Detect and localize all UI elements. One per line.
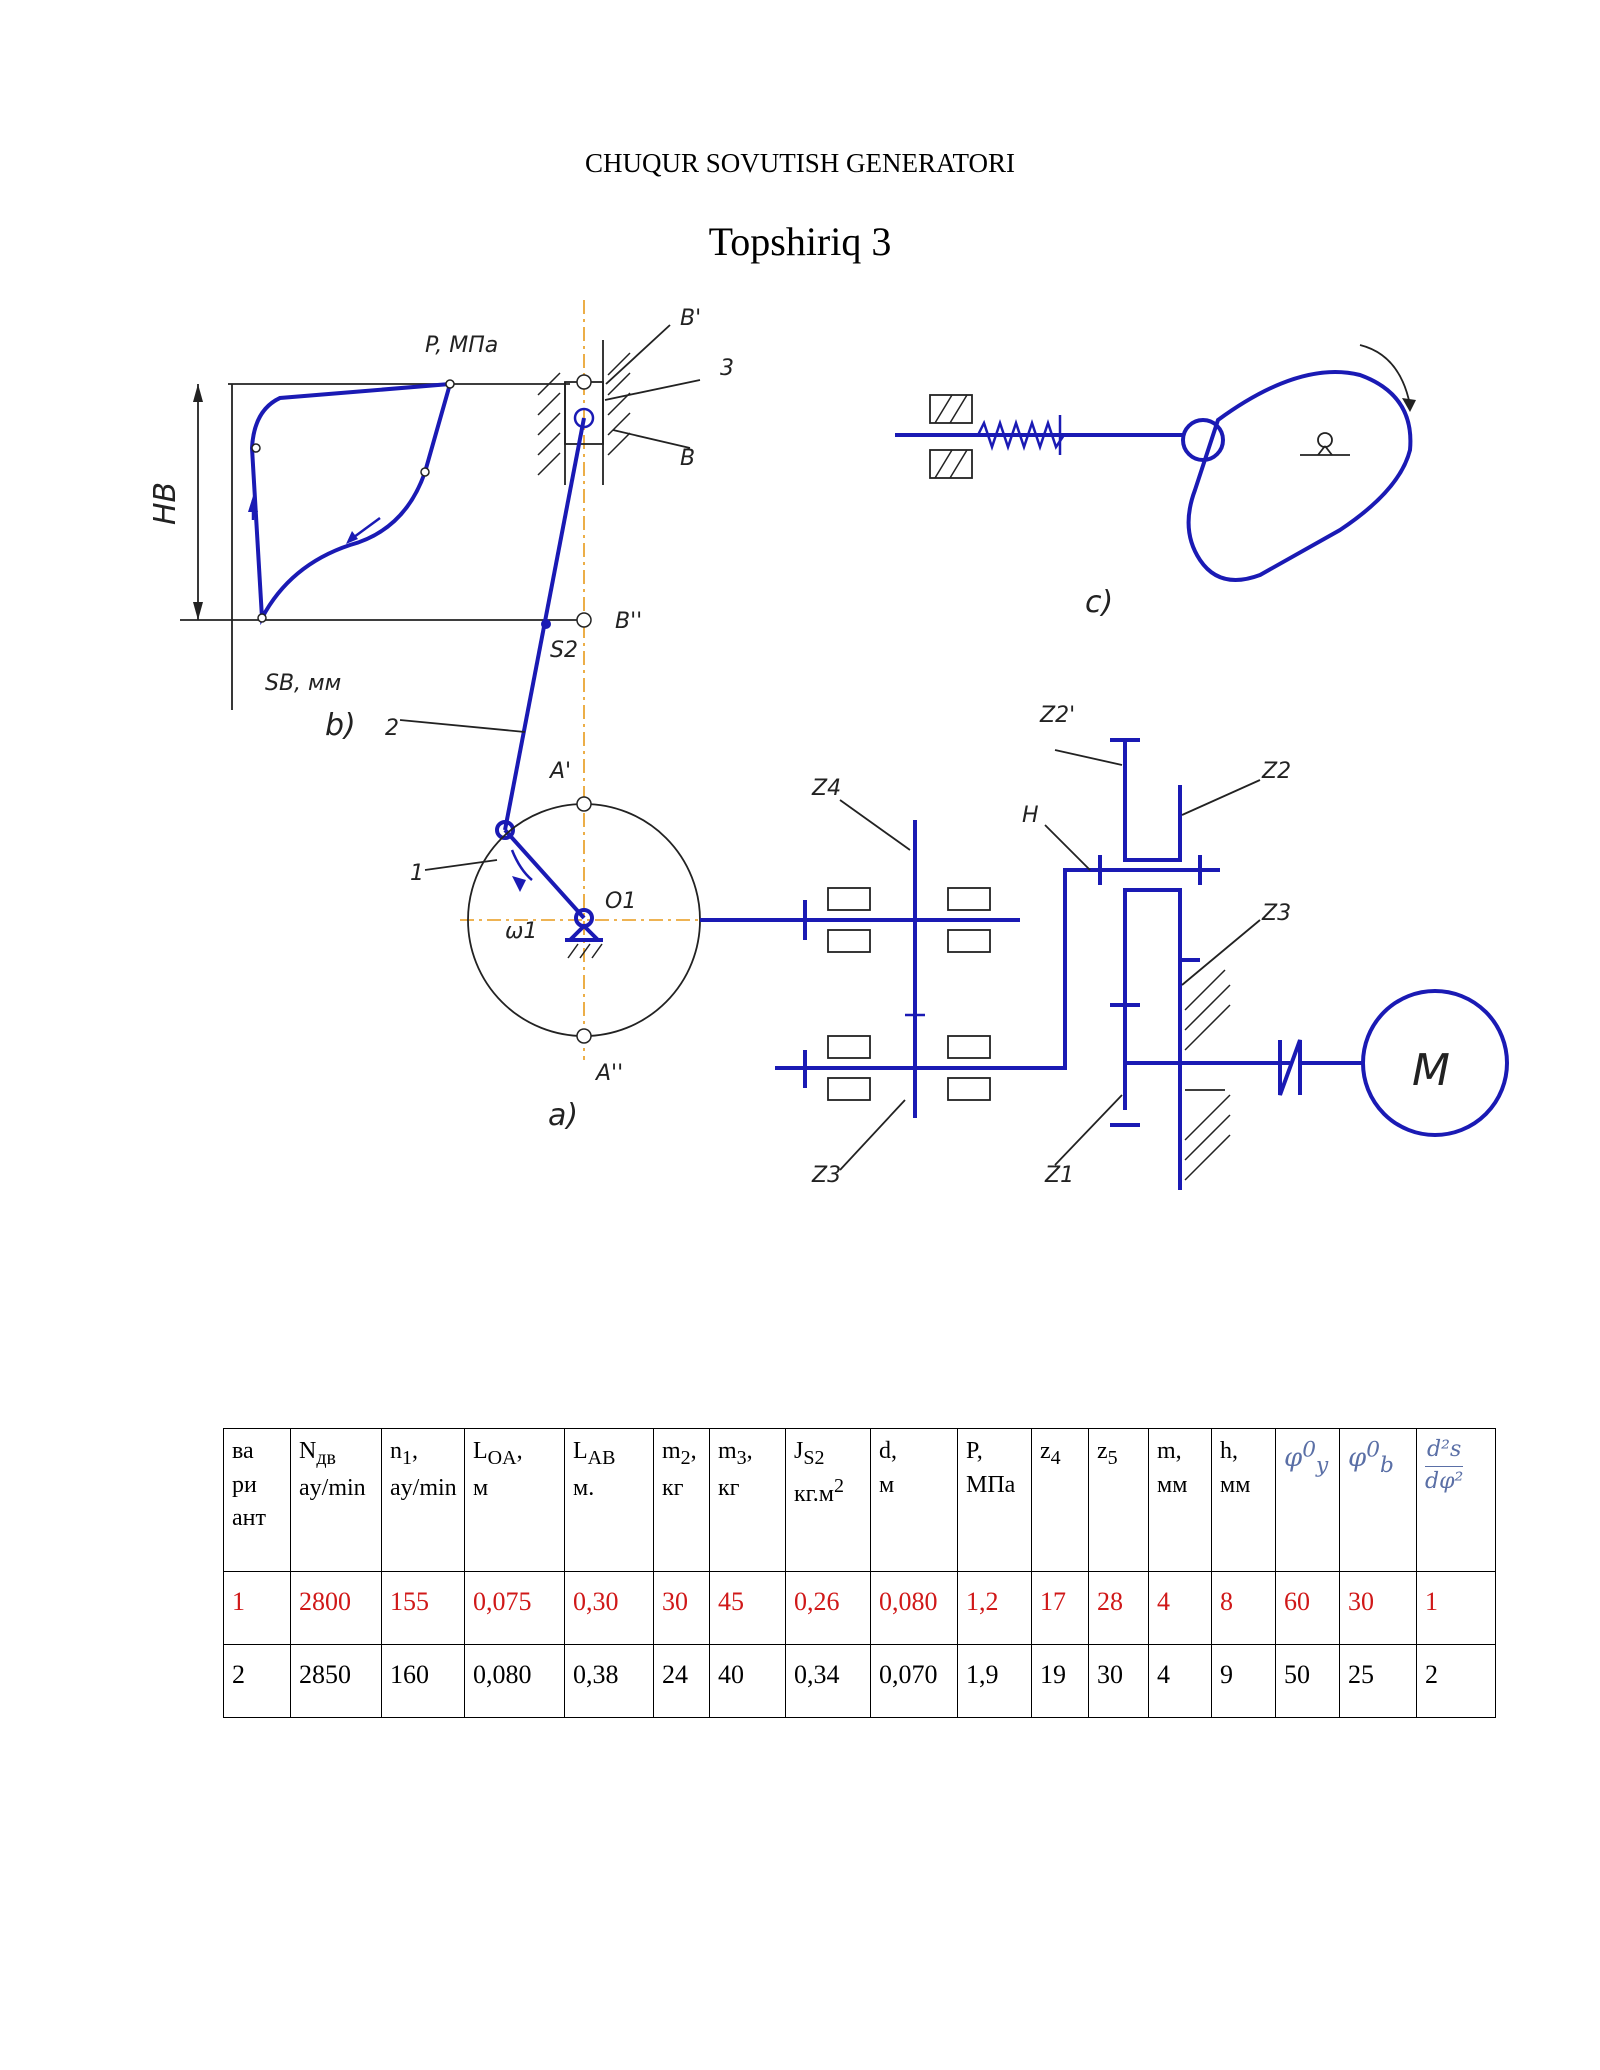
z1-label: Z1 [1044,1163,1074,1188]
sub-b-label: b) [325,708,356,743]
table-cell: 50 [1275,1644,1340,1718]
table-cell: 60 [1275,1571,1340,1645]
one-label: 1 [410,861,424,886]
table-cell: 40 [709,1644,786,1718]
table-cell: 28 [1088,1571,1149,1645]
header-m3: m3,кг [709,1428,786,1572]
table-cell: 8 [1211,1571,1276,1645]
b-prime-label: B' [680,306,701,331]
table-cell: 0,080 [870,1571,958,1645]
omega1-label: ω1 [505,919,537,944]
table-cell: 2800 [290,1571,382,1645]
z2-label: Z2 [1261,759,1291,784]
table-cell: 4 [1148,1644,1212,1718]
sub-c-label: c) [1085,585,1113,620]
p-axis-label: P, МПа [425,333,498,358]
z2prime-label: Z2' [1039,703,1075,728]
header-z4: z4 [1031,1428,1089,1572]
header-z5: z5 [1088,1428,1149,1572]
table-cell: 1 [223,1571,291,1645]
table-cell: 17 [1031,1571,1089,1645]
slider-crank: B' 3 B B'' S2 2 A' 1 O1 ω1 A'' a) [385,300,734,1133]
table-cell: 0,26 [785,1571,871,1645]
table-cell: 2850 [290,1644,382,1718]
table-cell: 1,2 [957,1571,1032,1645]
table-cell: 24 [653,1644,710,1718]
b-double-label: B'' [615,609,642,634]
z4-label: Z4 [811,776,841,801]
table-cell: 155 [381,1571,465,1645]
header-p: P,МПа [957,1428,1032,1572]
z3-right-label: Z3 [1261,901,1291,926]
h-label: H [1022,803,1039,828]
table-cell: 2 [223,1644,291,1718]
s-axis-label: SB, мм [265,671,341,696]
table-row: 1 2800 155 0,075 0,30 30 45 0,26 0,080 1… [223,1571,1496,1645]
o1-label: O1 [605,889,636,914]
header-d: d,м [870,1428,958,1572]
table-cell: 9 [1211,1644,1276,1718]
z3-left-label: Z3 [811,1163,841,1188]
header-phi-y: φ0y [1275,1428,1340,1572]
table-cell: 19 [1031,1644,1089,1718]
header-l-oa: LOA,м [464,1428,565,1572]
document-subtitle: Topshiriq 3 [708,219,892,264]
table-cell: 25 [1339,1644,1417,1718]
table-cell: 2 [1416,1644,1496,1718]
header-module: m,мм [1148,1428,1212,1572]
header-h: h,мм [1211,1428,1276,1572]
b-label: B [680,446,695,471]
a-double-label: A'' [594,1061,623,1086]
three-label: 3 [720,356,734,381]
table-cell: 0,34 [785,1644,871,1718]
s2-label: S2 [550,638,578,663]
motor-label: M [1412,1045,1450,1096]
table-cell: 160 [381,1644,465,1718]
table-cell: 1,9 [957,1644,1032,1718]
table-cell: 30 [653,1571,710,1645]
two-label: 2 [385,716,399,741]
table-cell: 1 [1416,1571,1496,1645]
table-cell: 30 [1088,1644,1149,1718]
mechanism-figure: P, МПа SB, мм HB b) [148,300,1509,1190]
table-cell: 0,080 [464,1644,565,1718]
table-row: 2 2850 160 0,080 0,38 24 40 0,34 0,070 1… [223,1644,1496,1718]
a-prime-label: A' [548,759,571,784]
table-cell: 0,30 [564,1571,654,1645]
header-m2: m2,кг [653,1428,710,1572]
header-phi-b: φ0b [1339,1428,1417,1572]
hb-label: HB [148,482,183,525]
table-cell: 30 [1339,1571,1417,1645]
cam-mechanism: c) [895,344,1416,620]
gear-train: M Z4 Z3 H Z2' Z2 Z3 Z1 [700,703,1509,1190]
table-cell: 0,070 [870,1644,958,1718]
sub-a-label: a) [548,1098,578,1133]
table-cell: 45 [709,1571,786,1645]
pressure-diagram: P, МПа SB, мм HB b) [148,333,580,743]
table-cell: 0,38 [564,1644,654,1718]
table-cell: 0,075 [464,1571,565,1645]
document-title: CHUQUR SOVUTISH GENERATORI [584,148,1016,178]
table-cell: 4 [1148,1571,1212,1645]
header-n1: n1,ay/min [381,1428,465,1572]
